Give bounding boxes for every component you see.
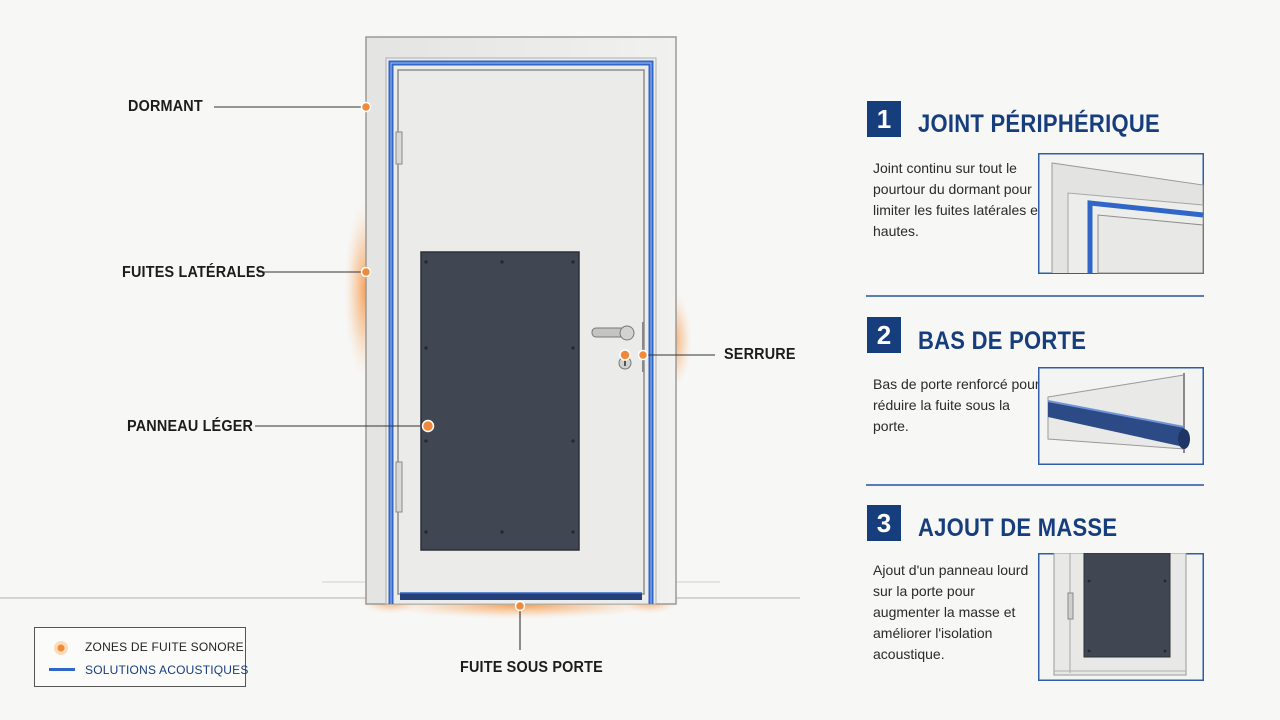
- door-bottom-seal: [400, 593, 642, 600]
- section-3-title: AJOUT DE MASSE: [918, 514, 1118, 542]
- section-1-desc: Joint continu sur tout le pourtour du do…: [873, 160, 1042, 239]
- callout-serrure: SERRURE: [724, 346, 796, 363]
- section-1-number: 1: [867, 101, 901, 137]
- legend-leak-zones: ZONES DE FUITE SONORE: [85, 640, 244, 654]
- callout-dormant: DORMANT: [128, 98, 203, 115]
- section-divider-2: [866, 484, 1204, 486]
- section-2-title: BAS DE PORTE: [918, 327, 1087, 355]
- section-1-image: [1038, 153, 1204, 274]
- section-3-image: [1038, 553, 1204, 681]
- section-2-image: [1038, 367, 1204, 465]
- section-3-number: 3: [867, 505, 901, 541]
- section-1-title: JOINT PÉRIPHÉRIQUE: [918, 110, 1160, 138]
- solution-line-icon: [49, 668, 75, 671]
- hinge-bottom: [395, 461, 403, 513]
- handle-rose: [619, 325, 635, 341]
- door-illustration: [0, 36, 800, 650]
- lock-keyhole: [624, 360, 626, 366]
- leak-zone-icon: [54, 641, 68, 655]
- panel-screws: [424, 260, 575, 534]
- callout-panneau-leger: PANNEAU LÉGER: [127, 418, 254, 435]
- section-divider-1: [866, 295, 1204, 297]
- legend: ZONES DE FUITE SONORE SOLUTIONS ACOUSTIQ…: [34, 627, 249, 687]
- callout-fuite-sous-porte: FUITE SOUS PORTE: [460, 659, 603, 676]
- section-2-desc: Bas de porte renforcé pour réduire la fu…: [873, 376, 1040, 434]
- section-3-desc: Ajout d'un panneau lourd sur la porte po…: [873, 562, 1029, 662]
- callout-leaders: [214, 106, 715, 650]
- callout-fuites-laterales: FUITES LATÉRALES: [122, 264, 266, 281]
- legend-acoustic-solutions: SOLUTIONS ACOUSTIQUES: [85, 663, 249, 677]
- mass-panel: [420, 251, 580, 551]
- perimeter-seal-highlight: [390, 62, 652, 604]
- section-2-number: 2: [867, 317, 901, 353]
- callout-dots: [360, 101, 649, 612]
- hinge-top: [395, 131, 403, 165]
